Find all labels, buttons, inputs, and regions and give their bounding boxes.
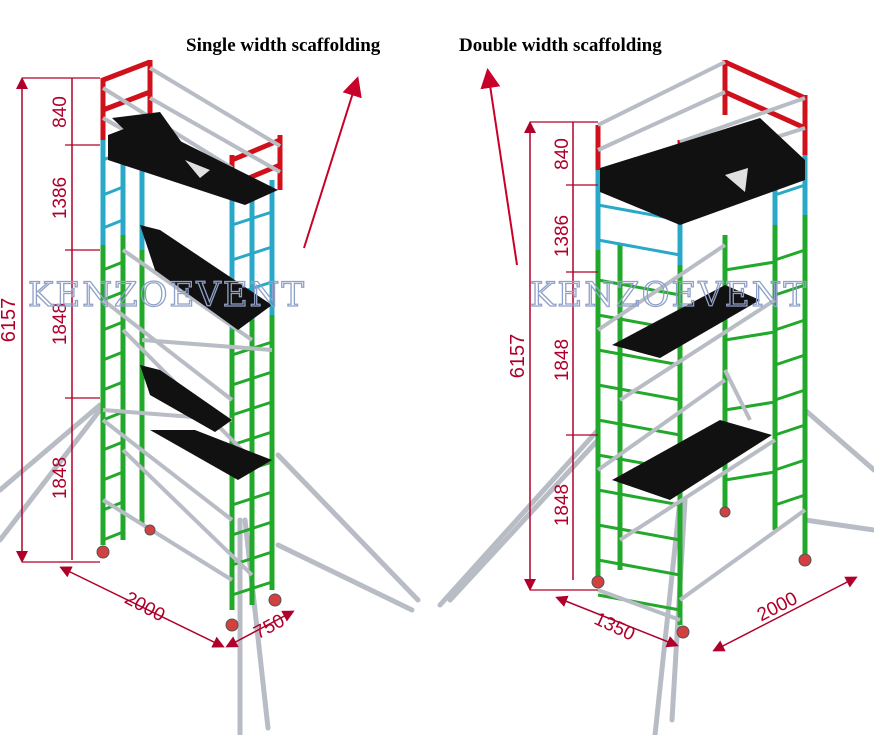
double-width-title: Double width scaffolding: [459, 35, 662, 56]
left-total-height: 6157: [0, 298, 20, 343]
left-height-2: 1386: [50, 177, 71, 219]
single-width-title: Single width scaffolding: [186, 35, 381, 56]
single-title-pointer-arrow: [303, 76, 362, 249]
right-platforms: [600, 118, 805, 500]
single-width-scaffold: [0, 59, 421, 735]
left-height-1: 840: [50, 96, 71, 128]
right-height-dimensions: 6157 840 1386 1848 1848: [507, 121, 598, 591]
right-width: 1350: [591, 609, 638, 646]
double-width-scaffold: [437, 59, 874, 735]
left-base-dimensions: 2000 750: [59, 566, 295, 648]
right-length: 2000: [754, 588, 801, 626]
right-total-height: 6157: [507, 334, 529, 379]
double-title-pointer-arrow: [480, 68, 518, 266]
watermark-left: KENZOEVENT: [28, 275, 306, 315]
right-height-4: 1848: [552, 484, 573, 526]
left-length: 2000: [121, 588, 168, 626]
right-height-1: 840: [552, 138, 573, 170]
watermark-right: KENZOEVENT: [530, 275, 808, 315]
left-lower-frame: [100, 235, 275, 610]
left-height-3: 1848: [50, 303, 71, 345]
right-lower-rungs: [597, 248, 806, 612]
left-height-4: 1848: [50, 457, 71, 499]
right-base-dimensions: 1350 2000: [555, 576, 858, 652]
right-height-3: 1848: [552, 339, 573, 381]
right-height-2: 1386: [552, 215, 573, 257]
left-lower-rungs: [102, 260, 273, 597]
left-height-dimensions: 6157 840 1386 1848 1848: [0, 77, 100, 563]
right-wheels: [591, 506, 812, 639]
right-lower-frame: [595, 215, 808, 625]
